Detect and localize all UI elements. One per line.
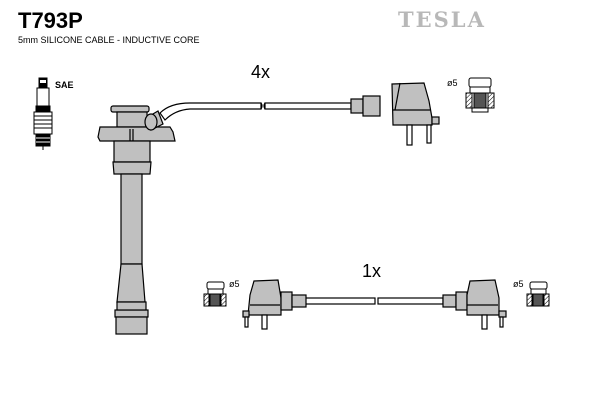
plug-boot-bottom-left (242, 279, 307, 330)
cable-1x (304, 297, 444, 305)
spark-plug-standard-label: SAE (55, 80, 74, 90)
plug-boot-bottom-right (442, 279, 507, 330)
part-number-title: T793P (18, 8, 83, 33)
quantity-label-1x: 1x (362, 261, 382, 281)
terminal-insert-bottom-right (526, 281, 550, 307)
terminal-diameter-label-top: ø5 (447, 78, 458, 88)
terminal-insert-bottom-left (203, 281, 227, 307)
terminal-diameter-label-bottom-left: ø5 (229, 279, 240, 289)
cable-4x (159, 102, 352, 121)
coil-boot-connector (97, 105, 176, 335)
cable-description: 5mm SILICONE CABLE - INDUCTIVE CORE (18, 35, 200, 45)
quantity-label-4x: 4x (251, 62, 271, 82)
terminal-diameter-label-bottom-right: ø5 (513, 279, 524, 289)
plug-boot-top (350, 82, 440, 146)
brand-logo: TESLA (398, 7, 486, 32)
terminal-insert-top (465, 77, 495, 113)
spark-plug-icon (33, 77, 53, 150)
